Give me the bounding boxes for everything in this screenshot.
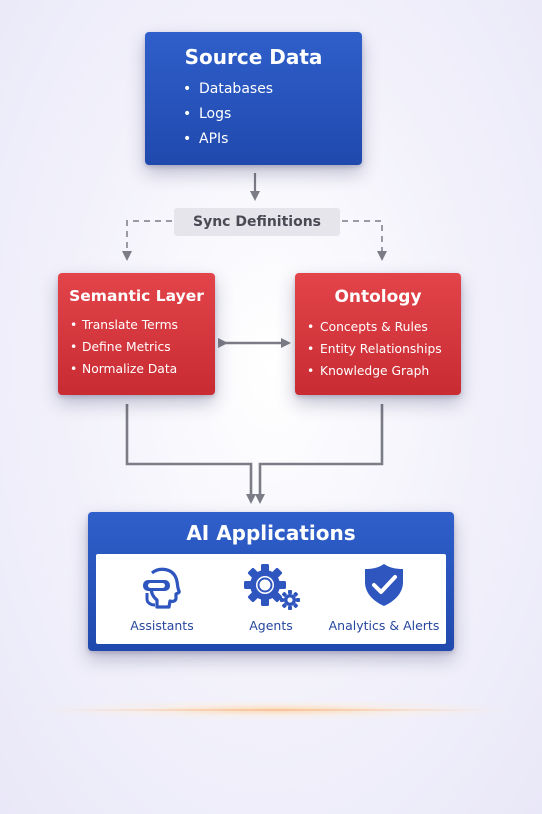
- ai-applications-panel: Assistants: [96, 554, 446, 644]
- ontology-box: Ontology Concepts & Rules Entity Relatio…: [295, 273, 461, 395]
- semantic-layer-title: Semantic Layer: [69, 287, 204, 305]
- sync-definitions-label: Sync Definitions: [174, 208, 340, 236]
- semantic-to-ai-connector: [125, 404, 256, 504]
- ai-applications-box: AI Applications Assistants: [88, 512, 454, 651]
- ontology-item-concepts-rules: Concepts & Rules: [307, 316, 461, 338]
- shield-check-icon: [365, 564, 403, 606]
- ontology-item-entity-relationships: Entity Relationships: [307, 338, 461, 360]
- app-label-assistants: Assistants: [130, 618, 194, 633]
- ontology-to-ai-connector: [255, 404, 384, 504]
- ontology-title: Ontology: [334, 287, 422, 307]
- source-data-title: Source Data: [184, 45, 323, 69]
- ai-applications-title: AI Applications: [186, 521, 356, 545]
- app-label-analytics-alerts: Analytics & Alerts: [328, 618, 440, 633]
- source-item-apis: APIs: [183, 127, 362, 152]
- semantic-item-translate-terms: Translate Terms: [70, 314, 215, 336]
- assistant-head-icon: [143, 567, 181, 609]
- source-item-logs: Logs: [183, 102, 362, 127]
- source-item-databases: Databases: [183, 77, 362, 102]
- semantic-layer-box: Semantic Layer Translate Terms Define Me…: [58, 273, 215, 395]
- semantic-item-define-metrics: Define Metrics: [70, 336, 215, 358]
- source-data-list: Databases Logs APIs: [183, 77, 362, 152]
- source-data-box: Source Data Databases Logs APIs: [145, 32, 362, 165]
- bottom-glow-line: [60, 709, 490, 711]
- sync-to-semantic-dashed-arrow: [122, 220, 172, 261]
- sync-to-ontology-dashed-arrow: [342, 220, 387, 261]
- semantic-layer-list: Translate Terms Define Metrics Normalize…: [70, 314, 215, 380]
- semantic-item-normalize-data: Normalize Data: [70, 358, 215, 380]
- ontology-list: Concepts & Rules Entity Relationships Kn…: [307, 316, 461, 382]
- app-label-agents: Agents: [249, 618, 293, 633]
- gear-icon: [244, 564, 300, 610]
- ontology-item-knowledge-graph: Knowledge Graph: [307, 360, 461, 382]
